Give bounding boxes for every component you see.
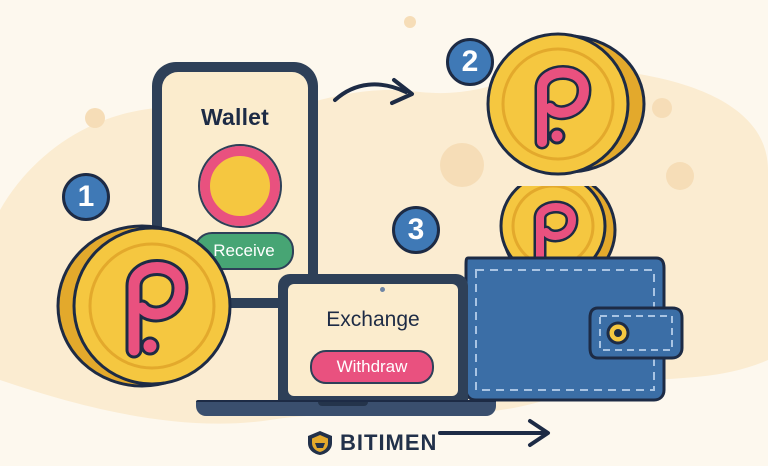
- arrow-right-icon: [438, 419, 550, 447]
- laptop-camera: [380, 287, 385, 292]
- laptop-title: Exchange: [326, 308, 420, 331]
- polkadot-coin-icon: [486, 32, 646, 176]
- wallet-icon: [464, 186, 684, 402]
- laptop-device: Exchange Withdraw: [278, 274, 468, 404]
- arrow-right-icon: [333, 78, 414, 105]
- polkadot-coin-icon: [56, 224, 232, 388]
- phone-screen: Wallet Receive: [162, 72, 308, 298]
- brand-name: BITIMEN: [340, 430, 438, 455]
- step-badge-3: 3: [392, 206, 440, 254]
- laptop-base: [196, 400, 496, 416]
- phone-title: Wallet: [200, 104, 270, 130]
- laptop-screen: Exchange Withdraw: [288, 284, 458, 396]
- step-badge-2: 2: [446, 38, 494, 86]
- brand-logo: BITIMEN: [306, 430, 437, 456]
- step-badge-1: 1: [62, 173, 110, 221]
- polkadot-logo-icon: [198, 144, 282, 228]
- laptop-notch: [318, 402, 368, 406]
- withdraw-button[interactable]: Withdraw: [310, 350, 434, 384]
- shield-logo-icon: [308, 431, 332, 455]
